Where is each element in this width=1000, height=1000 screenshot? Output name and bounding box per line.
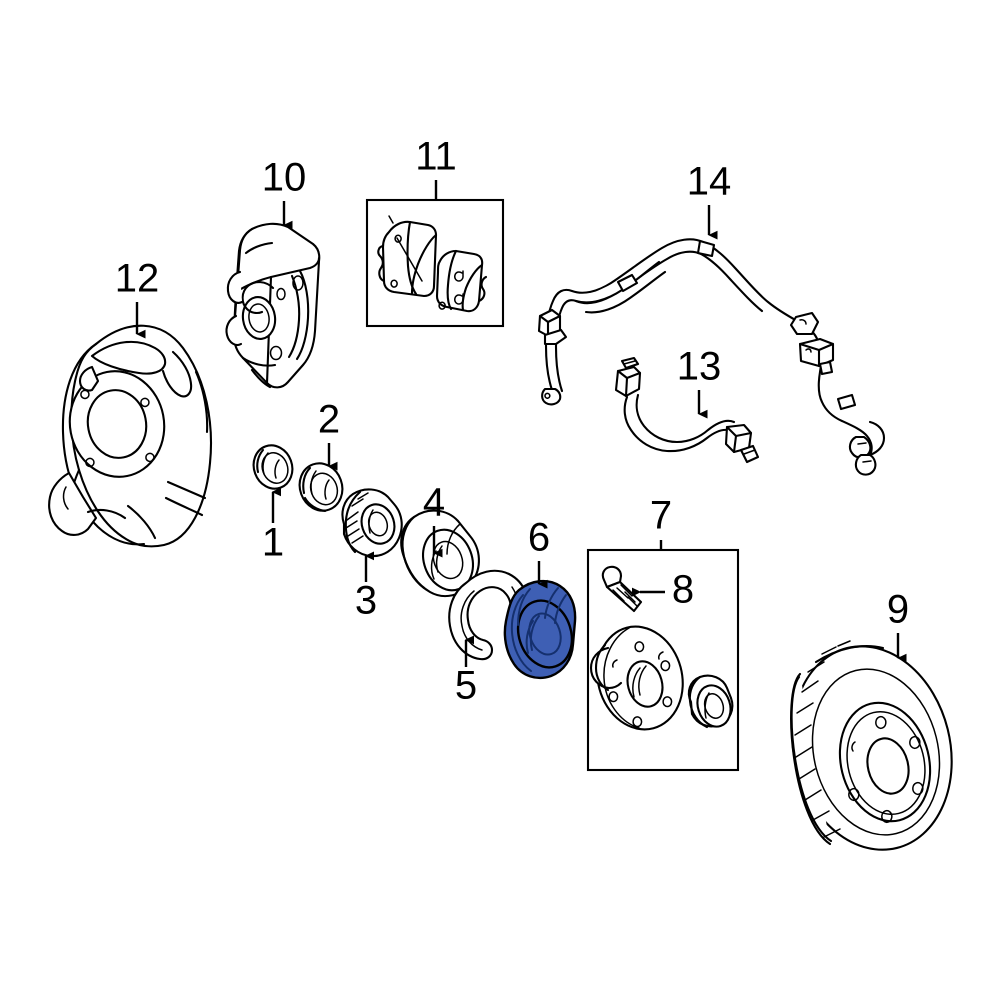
- callout-number-3: 3: [355, 579, 377, 623]
- callout-number-11: 11: [415, 135, 457, 179]
- callout-number-4: 4: [423, 481, 445, 525]
- callout-number-7: 7: [650, 494, 672, 538]
- callout-number-9: 9: [887, 588, 909, 632]
- callout-number-1: 1: [262, 521, 284, 565]
- callout-number-13: 13: [677, 345, 722, 389]
- callout-number-14: 14: [687, 160, 732, 204]
- callout-number-12: 12: [115, 257, 160, 301]
- callout-number-8: 8: [672, 568, 694, 612]
- part-bearing-inner-race-small: [252, 444, 294, 490]
- part-wheel-hub-assembly-kit: [589, 565, 734, 731]
- part-brake-pad-set: [377, 215, 488, 313]
- part-brake-caliper: [225, 222, 321, 389]
- callout-number-6: 6: [528, 516, 550, 560]
- part-brake-backing-dust-shield: [48, 324, 213, 548]
- group-box-wheel-hub-assembly: [586, 548, 740, 772]
- part-wheel-lug-stud: [601, 565, 643, 613]
- part-tapered-roller-bearing: [341, 488, 403, 558]
- part-brake-hydraulic-hose: [614, 356, 760, 464]
- part-brake-rotor-disc: [790, 640, 953, 851]
- callout-number-2: 2: [318, 398, 340, 442]
- part-bearing-retainer-seal-highlighted: [503, 579, 577, 680]
- part-bearing-race-seal: [298, 462, 344, 513]
- callout-number-5: 5: [455, 664, 477, 708]
- callout-number-10: 10: [262, 156, 307, 200]
